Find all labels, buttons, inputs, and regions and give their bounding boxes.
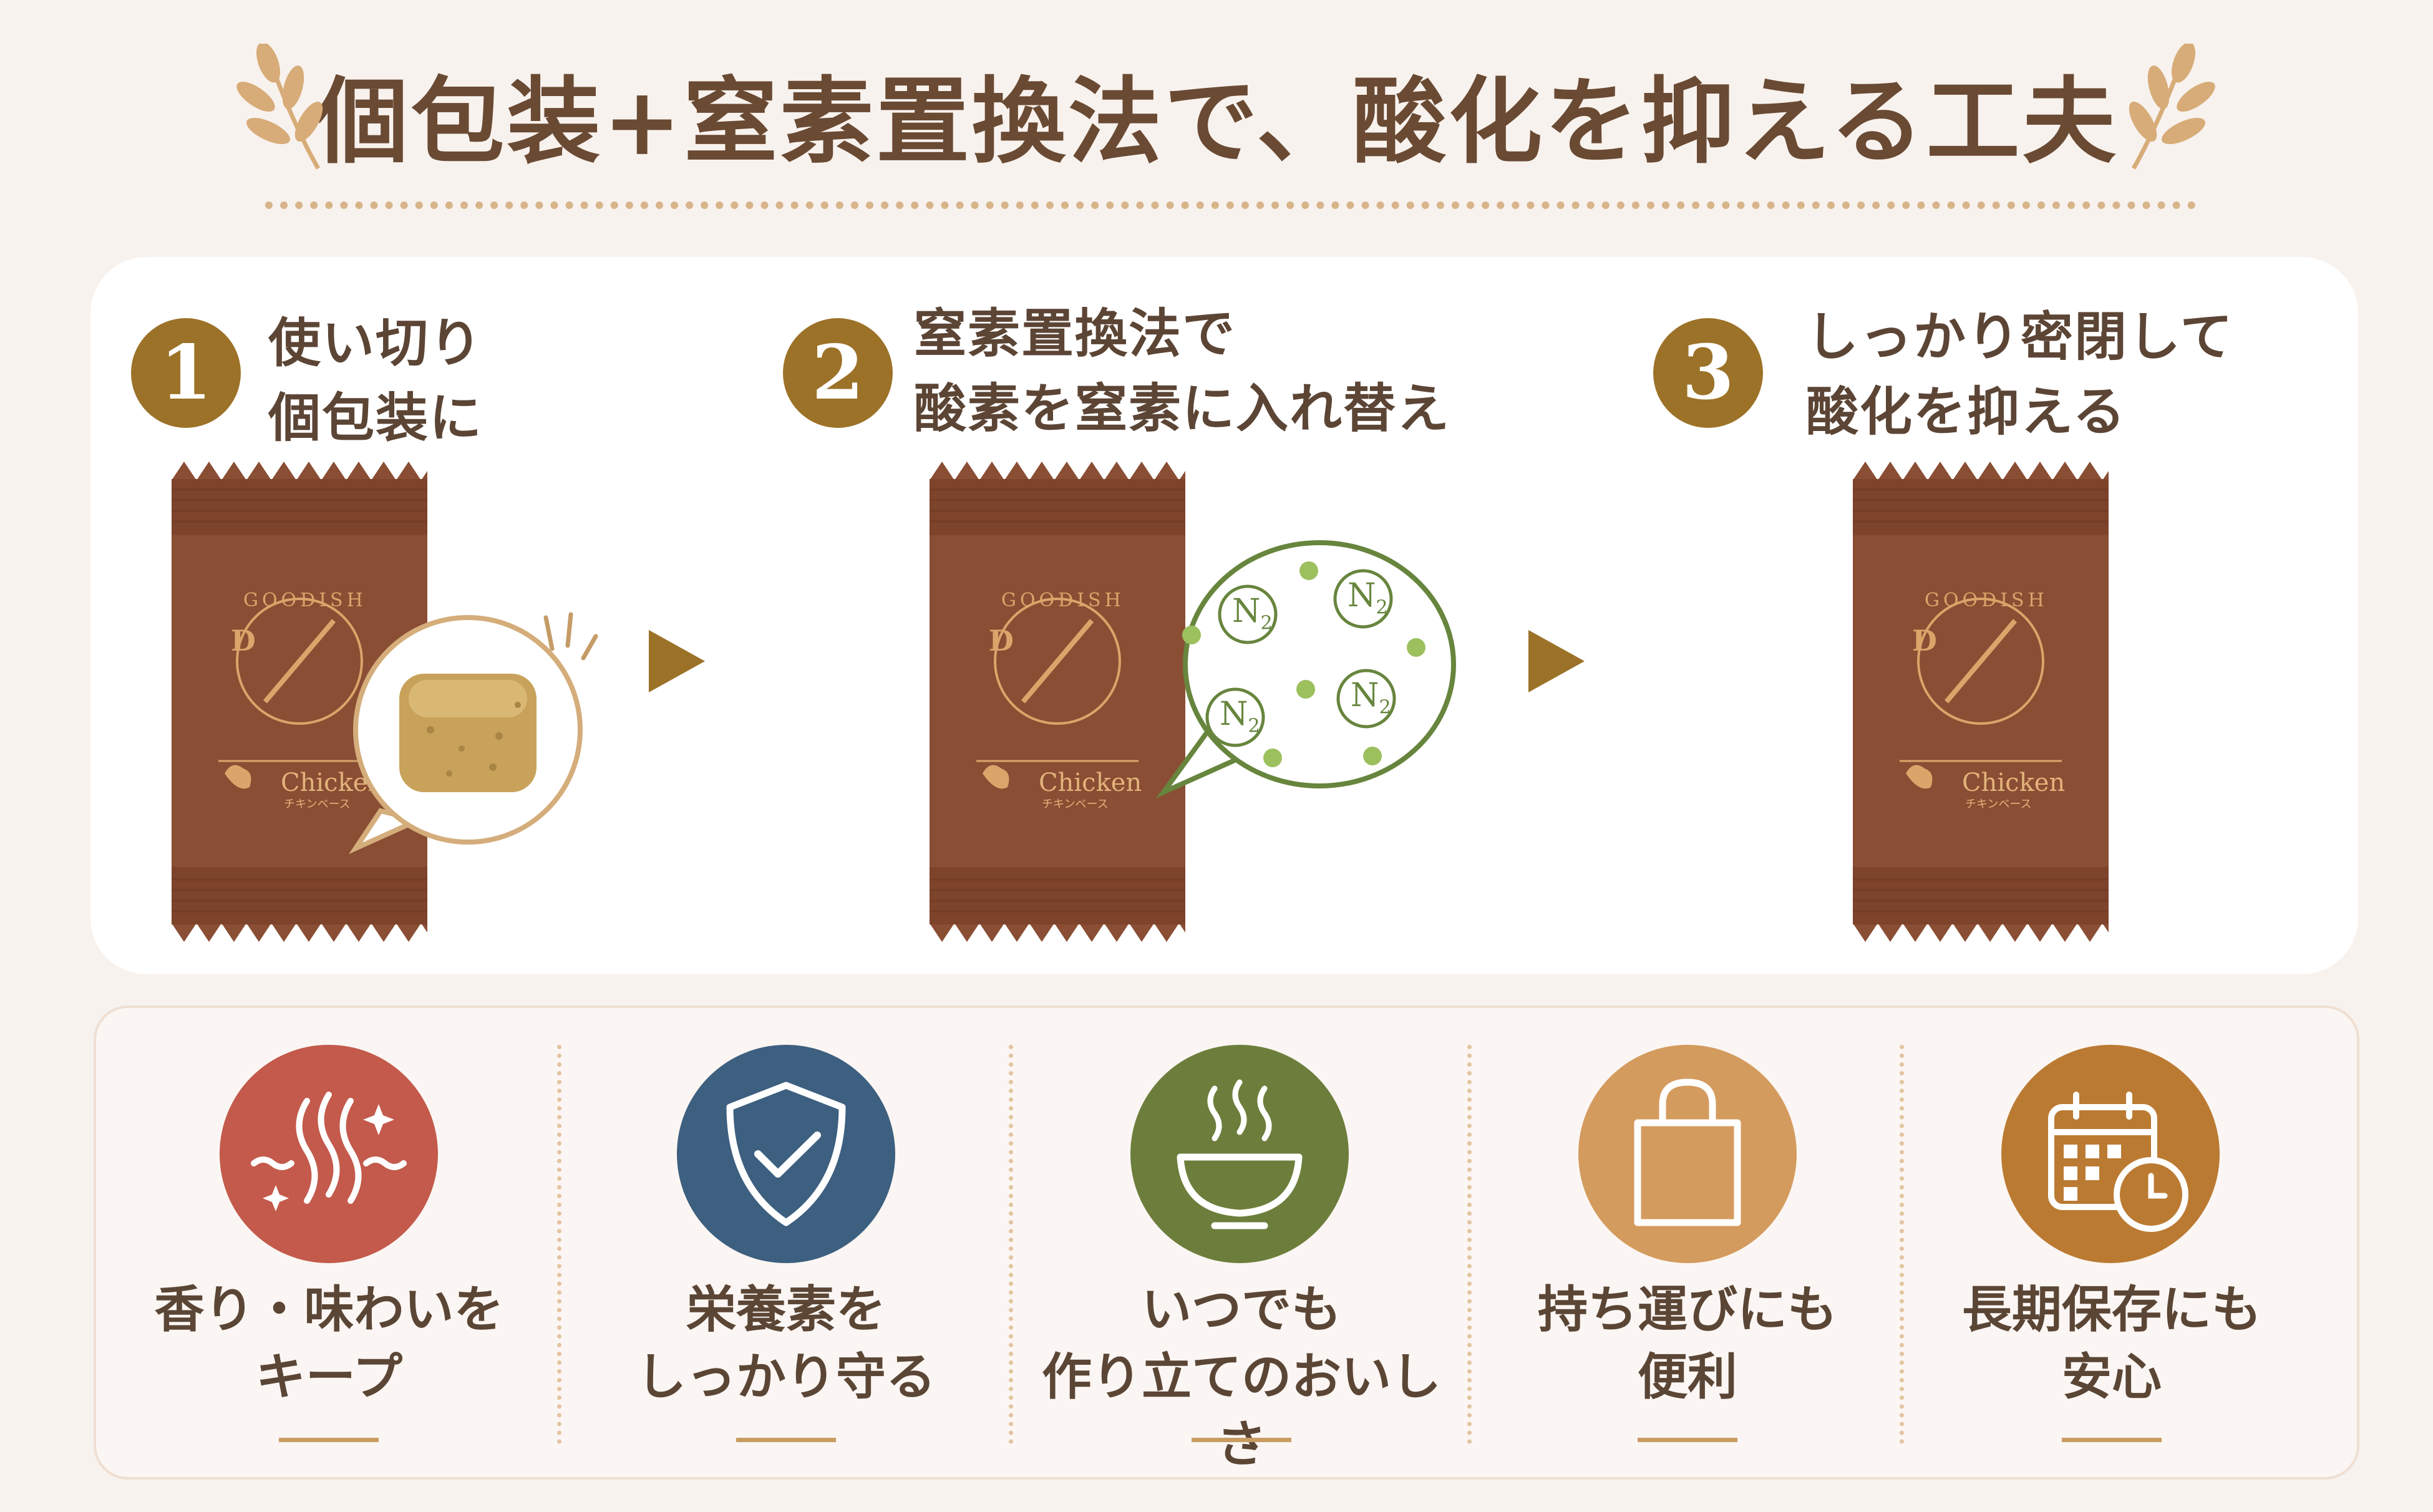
aroma-icon (251, 1092, 407, 1211)
page-title: 個包装+窒素置換法で、酸化を抑える工夫 (314, 67, 2119, 177)
feature-1-badge (220, 1045, 438, 1263)
package-2 (930, 462, 1185, 942)
step-2-line-1: 窒素置換法で (914, 303, 1236, 364)
product-name-2: Chicken (1039, 768, 1142, 797)
step-2-number: 2 (783, 318, 893, 428)
wheat-right-icon (2129, 44, 2215, 170)
step-1-line-1: 使い切り (268, 312, 483, 374)
product-name-3: Chicken (1962, 768, 2066, 797)
feature-2-line-2: しっかり守る (636, 1347, 936, 1406)
feature-2-badge (677, 1045, 895, 1263)
feature-2-underline (736, 1438, 836, 1442)
feature-3-badge (1130, 1045, 1349, 1263)
brand-top-3: GOODISH (1925, 589, 2048, 611)
feature-2-line-1: 栄養素を (686, 1280, 886, 1339)
feature-5-label: 長期保存にも 安心 (1915, 1276, 2308, 1410)
feature-1-line-2: キープ (255, 1347, 403, 1406)
step-1-number: 1 (131, 318, 241, 428)
feature-4-badge (1578, 1045, 1797, 1263)
feature-4-line-1: 持ち運びにも (1538, 1280, 1837, 1339)
arrow-2-icon (1528, 630, 1585, 692)
step-2-line-2: 酸素を窒素に入れ替え (914, 377, 1451, 439)
nitrogen-bubble (1155, 540, 1456, 798)
n2-molecule-2: N2 (1348, 577, 1388, 619)
feature-1-line-1: 香り・味わいを (154, 1280, 504, 1339)
step-3-number: 3 (1653, 318, 1763, 428)
logo-letter-1: D (231, 624, 256, 657)
feature-4-label: 持ち運びにも 便利 (1491, 1276, 1884, 1410)
feature-2-label: 栄養素を しっかり守る (583, 1276, 989, 1410)
feature-divider-4 (1900, 1045, 1904, 1444)
product-sub-2: チキンベース (1042, 798, 1109, 811)
brand-top-2: GOODISH (1001, 589, 1125, 611)
step-3-line-2: 酸化を抑える (1806, 380, 2127, 442)
arrow-1-icon (649, 630, 705, 692)
step-3-line-1: しっかり密閉して (1806, 306, 2234, 367)
feature-3-label: いつでも 作り立てのおいしさ (1036, 1276, 1447, 1478)
product-sub-1: チキンベース (284, 798, 351, 811)
feature-1-label: 香り・味わいを キープ (128, 1276, 530, 1410)
feature-4-line-2: 便利 (1638, 1347, 1737, 1406)
feature-5-line-1: 長期保存にも (1962, 1280, 2261, 1339)
feature-3-underline (1192, 1438, 1291, 1442)
feature-divider-2 (1009, 1045, 1013, 1444)
sparkle-lines-icon (543, 612, 598, 661)
wheat-left-icon (236, 44, 323, 170)
package-2-graphic (930, 462, 1185, 942)
feature-5-line-2: 安心 (2062, 1347, 2162, 1406)
step-1-line-2: 個包装に (268, 387, 483, 448)
logo-letter-2: D (989, 624, 1014, 657)
feature-5-underline (2062, 1438, 2162, 1442)
step-1-caption: 使い切り 個包装に (268, 306, 483, 455)
brand-top-1: GOODISH (243, 589, 367, 611)
step-3-caption: しっかり密閉して 酸化を抑える (1806, 299, 2233, 449)
logo-letter-3: D (1912, 624, 1937, 657)
bag-icon (1634, 1078, 1741, 1226)
title-divider (265, 201, 2196, 209)
n2-molecule-3: N2 (1220, 695, 1260, 737)
n2-molecule-4: N2 (1351, 677, 1391, 719)
feature-3-line-2: 作り立てのおいしさ (1042, 1347, 1441, 1473)
feature-divider-1 (557, 1045, 561, 1444)
feature-3-line-1: いつでも (1142, 1280, 1341, 1339)
feature-5-badge (2001, 1045, 2220, 1263)
package-3 (1853, 462, 2109, 942)
feature-divider-3 (1467, 1045, 1472, 1444)
steaming-bowl-icon (1177, 1079, 1303, 1229)
feature-1-underline (279, 1438, 379, 1442)
product-sub-3: チキンベース (1965, 798, 2032, 811)
cube-bubble (348, 615, 583, 855)
package-3-graphic (1853, 462, 2109, 942)
shield-check-icon (726, 1082, 846, 1226)
feature-4-underline (1638, 1438, 1737, 1442)
step-2-caption: 窒素置換法で 酸素を窒素に入れ替え (914, 296, 1450, 446)
calendar-clock-icon (2048, 1092, 2188, 1232)
n2-molecule-1: N2 (1232, 593, 1273, 634)
